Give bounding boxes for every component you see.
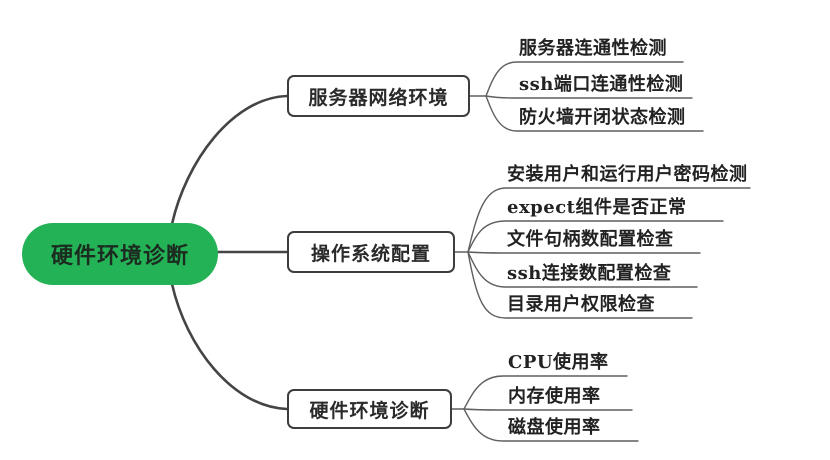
branch2-leaf2-line <box>467 220 724 253</box>
branch3-leaf1-line <box>463 375 628 410</box>
branch-node-label: 操作系统配置 <box>310 242 431 265</box>
branch3-leaf2-line <box>463 408 633 411</box>
leaf-node[interactable]: ssh端口连通性检测 <box>519 74 684 95</box>
root-to-branch1-connector <box>170 94 289 226</box>
branch1-leaf3-line <box>485 95 704 132</box>
branch1-leaf1-line <box>485 61 684 97</box>
branch2-leaf4-line <box>467 251 698 288</box>
branch-node-label: 服务器网络环境 <box>308 86 449 109</box>
branch-node-os-config[interactable]: 操作系统配置 <box>287 231 455 273</box>
branch2-leaf5-line <box>467 251 693 319</box>
root-to-branch3-connector <box>170 282 289 411</box>
branch-node-label: 硬件环境诊断 <box>309 399 430 422</box>
root-node-label: 硬件环境诊断 <box>50 243 189 269</box>
leaf-node[interactable]: CPU使用率 <box>508 352 609 373</box>
branch3-leaf3-line <box>463 408 639 442</box>
leaf-node[interactable]: 防火墙开闭状态检测 <box>519 107 686 128</box>
leaf-node[interactable]: 目录用户权限检查 <box>507 294 655 315</box>
leaf-node[interactable]: expect组件是否正常 <box>507 197 687 218</box>
branch2-leaf1-line <box>467 187 751 253</box>
branch-node-server-network[interactable]: 服务器网络环境 <box>287 75 470 117</box>
leaf-node[interactable]: 磁盘使用率 <box>508 417 601 438</box>
leaf-node[interactable]: ssh连接数配置检查 <box>507 263 672 284</box>
leaf-node[interactable]: 内存使用率 <box>508 386 601 407</box>
branch-node-hardware-diag[interactable]: 硬件环境诊断 <box>287 389 452 429</box>
leaf-node[interactable]: 文件句柄数配置检查 <box>507 229 674 250</box>
branch1-leaf2-line <box>485 95 693 99</box>
root-node[interactable]: 硬件环境诊断 <box>22 223 218 285</box>
branch2-leaf3-line <box>467 251 701 254</box>
leaf-node[interactable]: 安装用户和运行用户密码检测 <box>507 164 748 185</box>
leaf-node[interactable]: 服务器连通性检测 <box>519 38 667 59</box>
